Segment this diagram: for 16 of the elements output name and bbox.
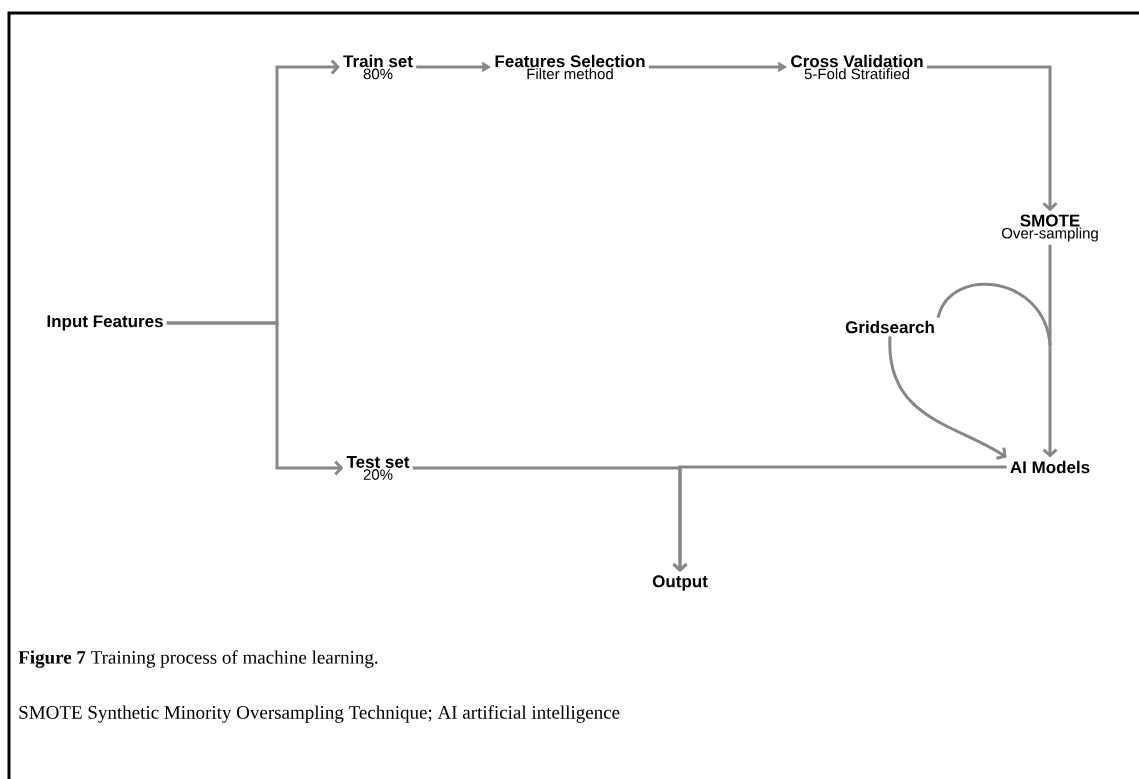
arrow	[1042, 244, 1058, 458]
arrow	[926, 65, 1058, 212]
step-label: Features Selection Filter method	[495, 54, 645, 80]
arrow	[888, 282, 1052, 460]
step-label: SMOTE Over-sampling	[1001, 214, 1098, 242]
step-label: Gridsearch	[845, 320, 934, 334]
arrow	[672, 465, 1007, 573]
step-label: AI Models	[1010, 460, 1090, 474]
caption: Figure 7 Training process of machine learning.	[18, 650, 378, 668]
step-label: Cross Validation 5-Fold Stratified	[791, 54, 923, 80]
step-label: Test set 20%	[346, 456, 410, 480]
step-label: Output	[652, 575, 708, 591]
note: SMOTE Synthetic Minority Oversampling Technique; AI artificial intelligence	[19, 705, 620, 723]
step-label: Input Features	[47, 315, 163, 331]
step-label: Train set 80%	[343, 54, 413, 80]
arrow	[166, 321, 344, 476]
